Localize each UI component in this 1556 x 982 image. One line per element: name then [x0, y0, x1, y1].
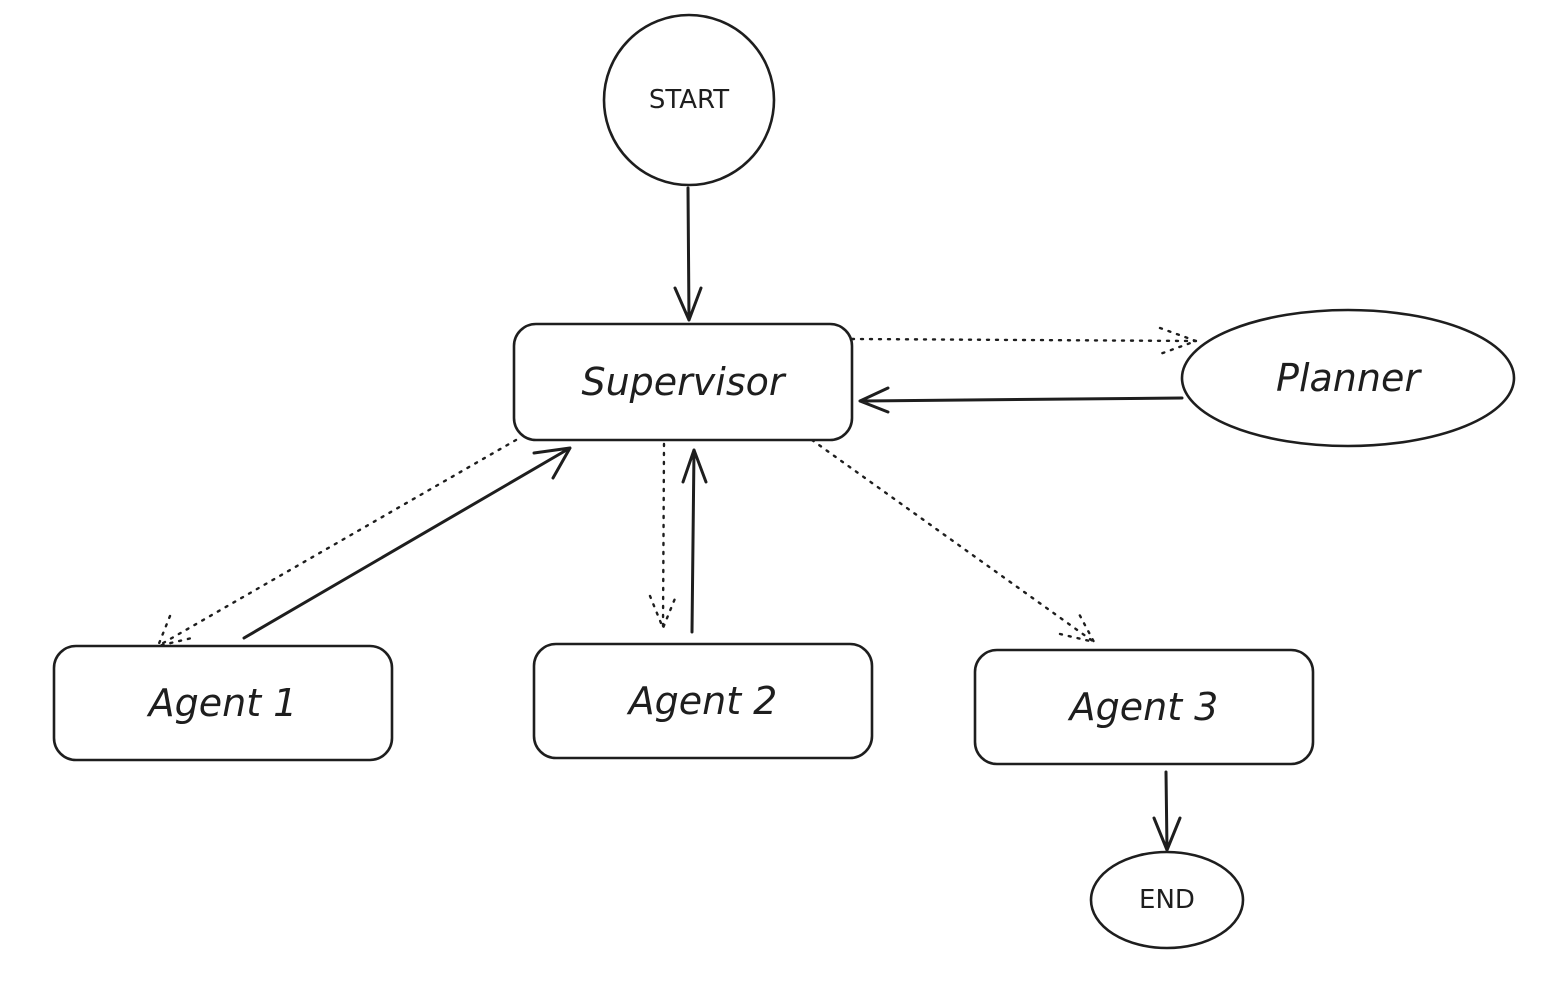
- node-agent2-label: Agent 2: [626, 679, 778, 723]
- edge-supervisor-to-agent3: [810, 438, 1096, 644]
- edge-agent3-to-end: [1152, 770, 1182, 852]
- node-supervisor: Supervisor: [512, 322, 854, 442]
- node-agent3: Agent 3: [973, 648, 1315, 766]
- edge-supervisor-to-agent2-arrowhead: [648, 594, 678, 630]
- node-start-label: START: [649, 85, 729, 115]
- edge-agent1-to-supervisor: [242, 446, 572, 640]
- edge-supervisor-to-planner: [850, 337, 1198, 343]
- node-agent1: Agent 1: [52, 644, 394, 762]
- edge-supervisor-to-agent1: [156, 438, 518, 648]
- node-end: END: [1089, 850, 1245, 950]
- node-start: START: [602, 13, 776, 187]
- edge-start-to-supervisor: [673, 186, 703, 322]
- node-planner-label: Planner: [1276, 356, 1422, 400]
- edge-supervisor-to-agent3-arrowhead: [1058, 610, 1096, 644]
- node-planner: Planner: [1180, 308, 1516, 448]
- edge-planner-to-supervisor: [858, 386, 1184, 414]
- edge-supervisor-to-agent1-arrowhead: [156, 614, 194, 648]
- node-end-label: END: [1139, 885, 1195, 915]
- node-agent3-label: Agent 3: [1067, 685, 1219, 729]
- edge-agent2-to-supervisor: [681, 448, 708, 634]
- edges: [156, 186, 1198, 852]
- node-supervisor-label: Supervisor: [581, 360, 786, 404]
- edge-supervisor-to-agent2: [661, 442, 666, 630]
- edge-supervisor-to-planner-arrowhead: [1158, 326, 1198, 356]
- node-agent1-label: Agent 1: [146, 681, 298, 725]
- node-agent2: Agent 2: [532, 642, 874, 760]
